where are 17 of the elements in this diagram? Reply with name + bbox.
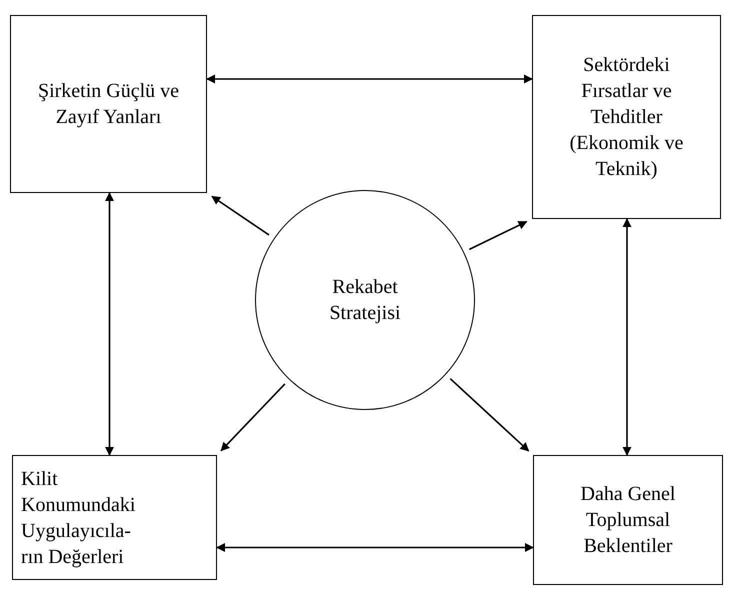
arrow (622, 218, 632, 456)
node-text: Kilit Konumundaki Uygulayıcıla-rın Değerleri (21, 466, 136, 570)
box-node (10, 15, 207, 193)
arrow (105, 192, 114, 456)
arrow (216, 543, 534, 552)
arrow (206, 74, 533, 84)
arrow (450, 378, 530, 452)
node-text: Daha Genel Toplumsal Beklentiler (580, 482, 676, 559)
arrow (469, 220, 528, 250)
node-text: Şirketin Güçlü ve Zayıf Yanları (36, 79, 180, 130)
box-node (532, 15, 721, 219)
box-node (533, 455, 723, 585)
arrow (220, 383, 286, 452)
box-node (12, 455, 217, 580)
node-text: Rekabet Stratejisi (328, 275, 402, 326)
arrow (211, 196, 270, 236)
node-text: Sektördeki Fırsatlar ve Tehditler (Ekonomik ve Teknik) (568, 53, 684, 182)
